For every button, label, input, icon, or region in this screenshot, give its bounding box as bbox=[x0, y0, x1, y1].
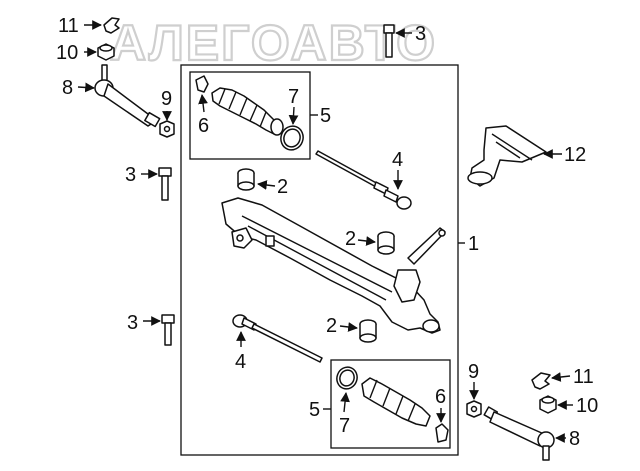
inner-tie-rod-lower bbox=[232, 314, 323, 363]
bolt-part-3-lower bbox=[143, 314, 175, 346]
label-11-lower: 11 bbox=[573, 366, 594, 388]
bolt-part-3-middle bbox=[141, 167, 172, 201]
tie-rod-end-lower bbox=[483, 406, 566, 461]
label-11-upper: 11 bbox=[58, 15, 79, 37]
label-2-lower: 2 bbox=[326, 315, 337, 337]
bushing-part-2-lower bbox=[339, 319, 377, 343]
ring-part-7-lower bbox=[336, 366, 358, 413]
boot-lower bbox=[361, 377, 431, 427]
boot-kit-box-lower bbox=[330, 359, 451, 449]
label-1: 1 bbox=[468, 233, 479, 255]
ring-part-7-upper bbox=[280, 106, 304, 151]
bushing-part-2-middle bbox=[357, 231, 395, 255]
label-3-middle: 3 bbox=[125, 164, 136, 186]
label-9-lower: 9 bbox=[468, 361, 479, 383]
nut-part-9-lower bbox=[466, 382, 482, 418]
clamp-part-6-lower bbox=[435, 408, 449, 443]
watermark-text: АЛЕГОАВТО bbox=[110, 15, 437, 71]
label-8-lower: 8 bbox=[569, 428, 580, 450]
label-6-lower: 6 bbox=[435, 386, 446, 408]
label-10-lower: 10 bbox=[576, 395, 598, 417]
label-2-middle: 2 bbox=[345, 228, 356, 250]
label-7-lower: 7 bbox=[339, 415, 350, 437]
label-5-lower: 5 bbox=[309, 399, 320, 421]
label-12: 12 bbox=[564, 144, 586, 166]
clamp-part-6-upper bbox=[195, 75, 209, 113]
label-10-upper: 10 bbox=[56, 42, 78, 64]
clip-part-upper bbox=[84, 17, 120, 34]
bolt-part-3-top bbox=[383, 24, 412, 58]
nut-part-9-upper bbox=[159, 111, 175, 138]
bushing-part-2-upper bbox=[237, 168, 276, 191]
label-4-upper: 4 bbox=[392, 149, 403, 171]
label-2-upper: 2 bbox=[277, 176, 288, 198]
assembly-frame bbox=[180, 64, 459, 456]
clip-part-lower bbox=[531, 372, 571, 390]
label-8-upper: 8 bbox=[62, 77, 73, 99]
label-5-upper: 5 bbox=[320, 105, 331, 127]
label-9-upper: 9 bbox=[161, 88, 172, 110]
tie-rod-end-upper bbox=[77, 64, 161, 128]
label-7-upper: 7 bbox=[288, 86, 299, 108]
steering-rack-housing bbox=[221, 197, 465, 334]
inner-tie-rod-upper bbox=[315, 150, 412, 210]
label-3-top: 3 bbox=[415, 23, 426, 45]
label-6-upper: 6 bbox=[198, 115, 209, 137]
seal-part-12 bbox=[467, 125, 562, 187]
nut-part-lower bbox=[539, 395, 573, 414]
boot-upper bbox=[211, 87, 284, 136]
label-3-lower: 3 bbox=[127, 312, 138, 334]
watermark-logo: АЛЕГОАВТО bbox=[109, 14, 437, 72]
nut-part-upper bbox=[84, 43, 115, 61]
callout-labels: 11 10 8 9 3 3 3 6 7 5 4 2 2 2 1 12 4 5 7… bbox=[56, 15, 598, 450]
label-4-lower: 4 bbox=[235, 351, 246, 373]
